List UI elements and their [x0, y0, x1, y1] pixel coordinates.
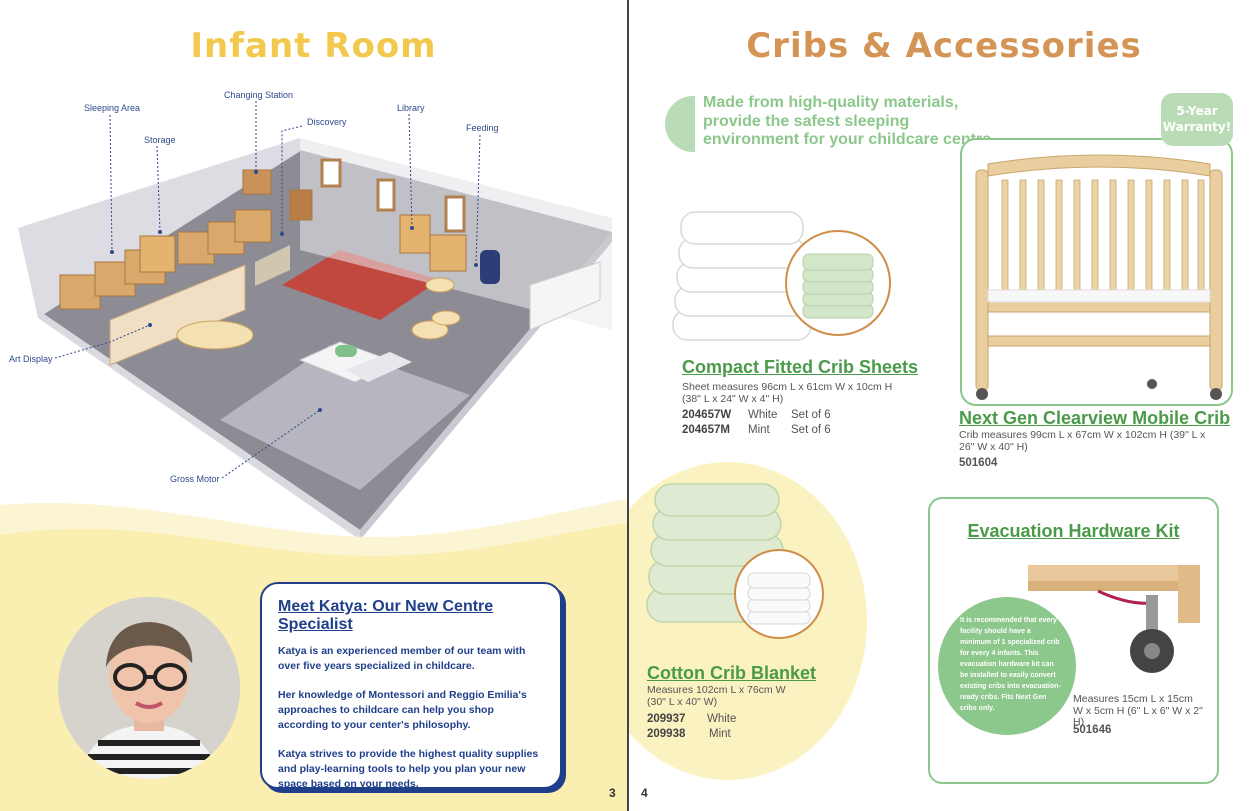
feeding-table-1 — [176, 320, 254, 350]
line-library — [408, 113, 413, 229]
sheets-desc: Sheet measures 96cm L x 61cm W x 10cm H … — [682, 381, 893, 405]
crib-6 — [234, 209, 272, 243]
warranty-badge: 5-Year Warranty! — [1161, 93, 1233, 146]
specialist-heading: Meet Katya: Our New Centre Specialist — [278, 598, 494, 633]
sku-code: 204657W — [682, 409, 732, 421]
sku-code: 204657M — [682, 424, 730, 436]
crib-sheets-mint-image — [802, 253, 874, 319]
specialist-avatar — [58, 597, 240, 779]
callout-changing-station: Changing Station — [224, 90, 294, 100]
evac-sku: 501646 — [1073, 724, 1112, 736]
sku-color: Mint — [709, 728, 731, 740]
left-wall-face — [18, 138, 302, 318]
rocking-chair — [480, 250, 500, 284]
callout-library: Library — [397, 103, 425, 113]
window-2 — [376, 178, 396, 212]
sku-set: Set of 6 — [791, 409, 831, 421]
infant-room-illustration — [18, 101, 612, 540]
sheets-sku-row-1: 204657W White Set of 6 — [682, 409, 831, 421]
callout-feeding: Feeding — [466, 123, 499, 133]
sku-color: White — [748, 409, 778, 421]
callout-art-display: Art Display — [9, 354, 53, 364]
dot-art-display — [148, 323, 152, 327]
crib-sku: 501604 — [959, 457, 998, 469]
white-blanket-circle — [734, 549, 824, 639]
blanket-sku-row-1: 209937 White — [647, 713, 736, 725]
library-shelf-2 — [429, 234, 467, 272]
discovery-mirror — [255, 245, 290, 286]
page-title-infant-room: Infant Room — [190, 26, 437, 66]
blanket-desc: Measures 102cm L x 76cm W (30" L x 40" W… — [647, 684, 786, 708]
feeding-table-2 — [411, 320, 449, 340]
feeding-table-3 — [431, 310, 461, 326]
changing-station — [242, 169, 272, 195]
crib-title[interactable]: Next Gen Clearview Mobile Crib — [959, 408, 1231, 428]
window-3 — [444, 195, 466, 233]
evac-hardware-image — [1028, 565, 1200, 673]
page-title-cribs: Cribs & Accessories — [746, 26, 1142, 66]
dot-changing-station — [254, 170, 258, 174]
sku-color: Mint — [748, 424, 770, 436]
crib-image — [975, 154, 1223, 400]
crib-desc: Crib measures 99cm L x 67cm W x 102cm H … — [959, 429, 1206, 453]
dot-storage — [158, 230, 162, 234]
callout-sleeping-area: Sleeping Area — [84, 103, 141, 113]
callout-gross-motor: Gross Motor — [170, 474, 220, 484]
line-feeding — [475, 134, 481, 266]
sku-code: 209938 — [647, 728, 686, 740]
foam-steps — [345, 352, 412, 382]
crib-1 — [59, 274, 101, 310]
art-display-partition — [109, 264, 246, 366]
page-number-left: 3 — [609, 786, 616, 800]
floor-edge-left — [38, 310, 360, 540]
mint-sheets-circle — [785, 230, 891, 336]
storage-shelf — [139, 235, 176, 273]
specialist-paragraph-2: Her knowledge of Montessori and Reggio E… — [278, 689, 527, 731]
wall-cabinet — [289, 189, 313, 221]
dot-gross-motor — [318, 408, 322, 412]
blanket-title[interactable]: Cotton Crib Blanket — [647, 663, 816, 683]
specialist-paragraph-1: Katya is an experienced member of our te… — [278, 645, 526, 672]
page-right: Cribs & Accessories Made from high-quali… — [629, 0, 1259, 811]
specialist-card: Meet Katya: Our New Centre Specialist Ka… — [260, 582, 562, 790]
evacuation-kit-card: Evacuation Hardware Kit It is recommende… — [928, 497, 1219, 784]
page-gutter — [627, 0, 629, 811]
line-discovery — [281, 125, 303, 234]
dot-sleeping-area — [110, 250, 114, 254]
dot-feeding — [474, 263, 478, 267]
page-number-right: 4 — [641, 786, 648, 800]
callout-discovery: Discovery — [307, 117, 347, 127]
sink-counter — [529, 261, 601, 331]
callout-storage: Storage — [144, 135, 176, 145]
avatar-portrait-icon — [58, 597, 240, 779]
intro-accent-tab — [665, 96, 695, 152]
gross-motor-mat — [220, 345, 470, 490]
sku-set: Set of 6 — [791, 424, 831, 436]
feeding-table-4 — [425, 277, 455, 293]
window-1 — [320, 158, 342, 188]
dot-discovery — [280, 232, 284, 236]
evac-desc: Measures 15cm L x 15cm W x 5cm H (6" L x… — [1073, 693, 1203, 728]
red-rug — [282, 250, 440, 320]
crib-image-frame — [960, 138, 1233, 406]
sku-code: 209937 — [647, 713, 686, 725]
library-shelf — [399, 214, 431, 254]
line-sleeping-area — [109, 114, 113, 253]
evac-title[interactable]: Evacuation Hardware Kit — [967, 521, 1180, 541]
blanket-sku-row-2: 209938 Mint — [647, 728, 731, 740]
line-art-display — [54, 324, 151, 359]
specialist-paragraph-3: Katya strives to provide the highest qua… — [278, 748, 539, 790]
sheets-title[interactable]: Compact Fitted Crib Sheets — [682, 357, 919, 377]
dot-library — [410, 226, 414, 230]
foam-roll — [335, 345, 357, 357]
sheets-sku-row-2: 204657M Mint Set of 6 — [682, 424, 831, 436]
sku-color: White — [707, 713, 737, 725]
evac-note: It is recommended that every facility sh… — [938, 597, 1076, 735]
intro-text: Made from high-quality materials, provid… — [703, 94, 996, 148]
crib-sheets-white-image — [672, 211, 812, 341]
blanket-white-image — [747, 572, 811, 625]
page-left: Infant Room — [0, 0, 627, 811]
